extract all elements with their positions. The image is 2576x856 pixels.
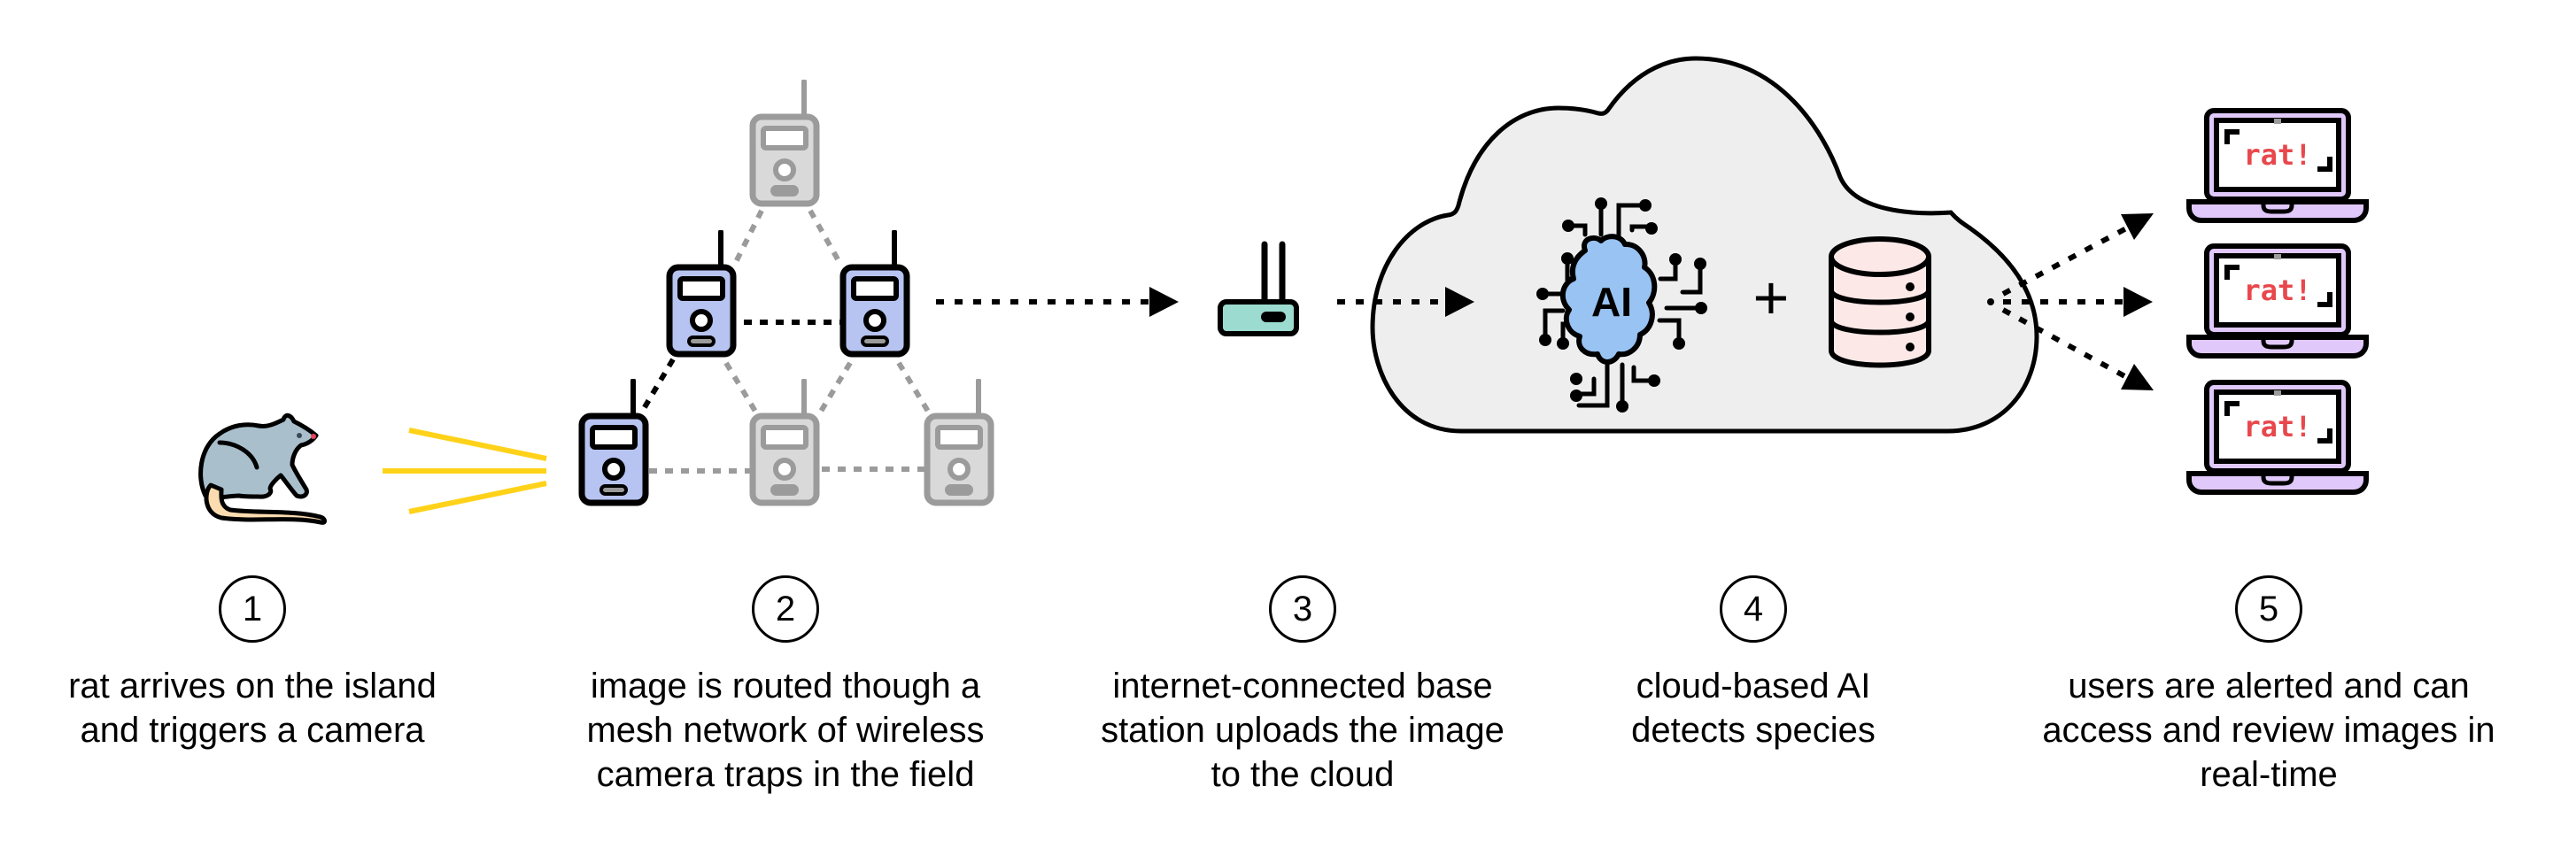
ai-brain-icon: AI [1536,197,1707,413]
camera-trap-icon-bottom-mid-inactive [753,381,816,503]
rat-icon [198,413,327,525]
step-number-badge: 1 [219,575,286,643]
step-description-line: internet-connected base [1112,667,1493,706]
step-number-badge: 2 [752,575,819,643]
step-number-badge: 5 [2235,575,2302,643]
step-description-line: rat arrives on the island [68,667,437,706]
trigger-rays [383,428,547,514]
step-description-line: and triggers a camera [80,711,425,750]
camera-trap-icon-mid-right-active [843,232,907,354]
arrow-camera-to-router [936,287,1179,317]
laptop-icon: rat! [2186,243,2369,359]
alert-text: rat! [2243,410,2311,443]
step-description-line: users are alerted and can [2068,667,2470,706]
laptop-group: rat! rat! rat! [2186,108,2369,495]
step-number-badge: 3 [1269,575,1336,643]
step-description-line: cloud-based AI [1636,667,1871,706]
laptop-icon: rat! [2186,380,2369,495]
laptop-icon: rat! [2186,108,2369,223]
camera-trap-icon-bottom-left-active [582,381,646,503]
step-description-line: station uploads the image [1101,711,1505,750]
cloud-icon [1370,56,2039,434]
step-description: internet-connected base station uploads t… [1037,664,1568,797]
step-description: users are alerted and can access and revi… [2003,664,2534,797]
arrows-cloud-to-laptops [1987,213,2154,390]
ai-label: AI [1591,279,1632,325]
mesh-links-active [639,320,841,413]
camera-trap-icon-mid-left-active [669,232,733,354]
step-description: image is routed though a mesh network of … [520,664,1051,797]
arrow-router-to-cloud [1337,287,1474,317]
camera-trap-icon-top-inactive [753,81,816,204]
plus-sign: + [1753,263,1790,332]
step-description-line: mesh network of wireless [586,711,985,750]
step-description: cloud-based AI detects species [1488,664,2019,752]
base-station-router-icon [1218,241,1299,336]
database-icon [1829,236,1931,368]
step-description-line: detects species [1631,711,1876,750]
step-description-line: camera traps in the field [596,755,975,794]
step-description-line: access and review images in [2042,711,2495,750]
mesh-links-inactive [649,209,932,474]
camera-trap-icon-bottom-right-inactive [927,381,991,503]
alert-text: rat! [2243,274,2311,307]
step-description-line: image is routed though a [590,667,981,706]
step-description: rat arrives on the island and triggers a … [0,664,518,752]
alert-text: rat! [2243,138,2311,172]
step-number-badge: 4 [1720,575,1787,643]
step-description-line: real-time [2200,755,2338,794]
step-description-line: to the cloud [1211,755,1395,794]
